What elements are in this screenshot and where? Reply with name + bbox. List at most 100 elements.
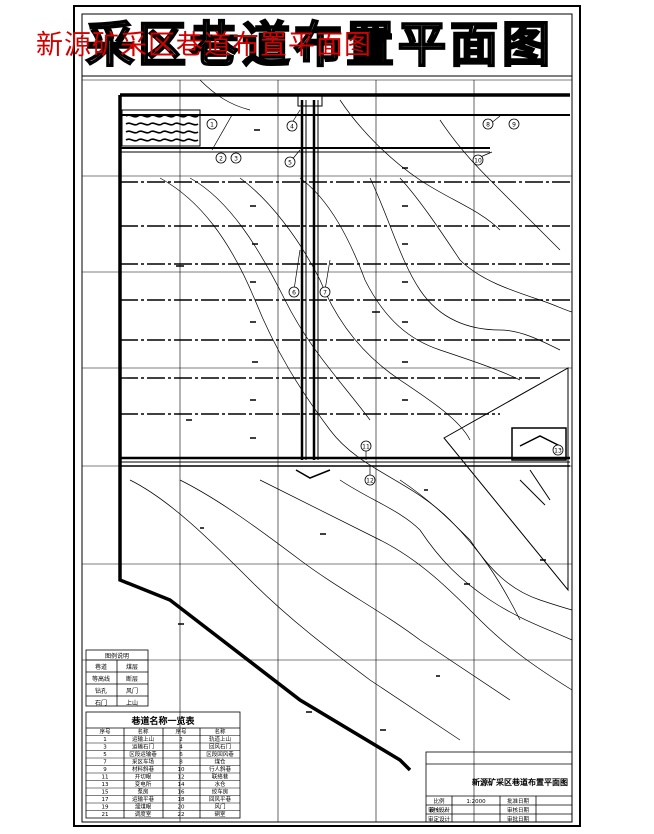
roadway-table-cell: 17: [102, 797, 109, 803]
title-block-cell: 审核设计: [428, 806, 451, 814]
marker-13: 13: [552, 444, 564, 456]
mining-district-boundary: [118, 93, 570, 772]
legend-cell: 巷道: [95, 663, 107, 671]
legend-text: 图例说明巷道煤层等高线断层钻孔风门石门上山: [92, 652, 138, 707]
inner-frame: [81, 13, 573, 823]
roadway-table-cell: 运输上山: [132, 735, 154, 743]
roadway-table-cell: 20: [178, 805, 185, 811]
gateway-roadways: [120, 114, 570, 467]
roadway-table-cell: 序号: [175, 728, 187, 736]
svg-text:12: 12: [366, 478, 374, 485]
marker-8: 8: [482, 118, 494, 130]
roadway-table-cell: 采区车场: [132, 758, 155, 766]
roadway-table-cell: 材料斜巷: [132, 765, 155, 773]
legend-cell: 风门: [126, 687, 138, 695]
roadway-table-cell: 11: [102, 775, 109, 781]
roadway-table-cell: 轨道上山: [209, 735, 231, 743]
title-block-cell: 审定设计: [428, 815, 451, 823]
roadway-table-cell: 9: [103, 767, 107, 773]
svg-text:3: 3: [234, 156, 238, 163]
roadway-table-cell: 3: [103, 745, 107, 751]
roadway-table-cell: 名称: [214, 728, 226, 736]
svg-text:11: 11: [362, 444, 370, 451]
marker-1: 1: [206, 118, 218, 130]
marker-5: 5: [284, 156, 296, 168]
roadway-table-cell: 风门: [214, 803, 225, 811]
roadway-table-cell: 区段运输巷: [129, 750, 157, 758]
roadway-table-cell: 序号: [99, 728, 111, 736]
legend-cell: 钻孔: [95, 687, 107, 695]
roadway-table-cell: 7: [103, 760, 107, 766]
roadway-table-cell: 运输平巷: [132, 795, 155, 803]
svg-text:2: 2: [219, 156, 223, 163]
roadway-table-cell: 19: [102, 805, 109, 811]
roadway-table-cell: 14: [178, 782, 185, 788]
marker-12: 12: [364, 474, 376, 486]
roadway-table-cell: 水仓: [214, 780, 226, 788]
legend-cell: 等高线: [92, 675, 110, 683]
roadway-table-cell: 13: [102, 782, 109, 788]
marker-6: 6: [288, 286, 300, 298]
svg-text:6: 6: [292, 290, 296, 297]
title-block-cell: 比例: [433, 797, 445, 805]
roadway-table-cell: 回风平巷: [209, 795, 232, 803]
roadway-table-cell: 溜煤眼: [135, 803, 152, 811]
roadway-table-cell: 12: [178, 775, 185, 781]
svg-text:4: 4: [290, 124, 294, 131]
roadway-table-cell: 硐室: [214, 810, 226, 818]
roadway-table-cell: 名称: [137, 728, 149, 736]
title-block-cell: 审核日期: [507, 806, 530, 814]
inclines: [295, 95, 331, 479]
svg-text:9: 9: [512, 122, 516, 129]
roadway-table-cell: 运输石门: [132, 743, 154, 751]
title-block-cell: 设 计 人: [429, 806, 449, 814]
title-block-title: 新源矿采区巷道布置平面图: [472, 777, 568, 787]
legend-cell: 上山: [126, 699, 138, 707]
roadway-table-cell: 泵房: [137, 788, 149, 796]
roadway-table-cell: 22: [178, 812, 185, 818]
drawing-main-title: 采区巷道布置平面图: [85, 16, 555, 74]
marker-2: 2: [215, 152, 227, 164]
roadway-table-cell: 8: [179, 760, 183, 766]
roadway-table-cell: 18: [178, 797, 185, 803]
roadway-table-cell: 煤仓: [214, 758, 226, 766]
legend-cell: 煤层: [126, 663, 138, 671]
title-block: [425, 751, 573, 823]
roadway-table-cell: 4: [179, 745, 183, 751]
title-block-cell: 1:2000: [466, 799, 486, 805]
marker-4: 4: [286, 120, 298, 132]
title-block-cell: 批准日期: [507, 797, 530, 805]
annotation-title: 新源矿采区巷道布置平面图: [36, 30, 372, 61]
roadway-table-cell: 行人斜巷: [209, 765, 232, 773]
roadway-table-cell: 15: [102, 790, 109, 796]
roadway-table-cell: 5: [103, 752, 107, 758]
gravel-area: [121, 109, 201, 147]
marker-7: 7: [319, 286, 331, 298]
roadway-table-title: 巷道名称一览表: [130, 715, 195, 727]
roadway-table-cell: 21: [102, 812, 109, 818]
title-block-cell: 审批日期: [507, 815, 530, 823]
leader-lines: [211, 109, 501, 480]
legend-table: [85, 649, 149, 707]
legend-title: 图例说明: [105, 652, 129, 660]
roadway-table-cell: 变电所: [135, 780, 152, 788]
coordinate-grid: [82, 79, 572, 822]
svg-text:8: 8: [486, 122, 490, 129]
fault-zone: [443, 367, 569, 592]
marker-11: 11: [360, 440, 372, 452]
roadway-table-cell: 开切眼: [135, 774, 152, 781]
roadway-table-cell: 2: [179, 737, 183, 743]
roadway-table-cell: 区段回风巷: [206, 750, 234, 758]
legend-cell: 断层: [126, 675, 138, 683]
svg-text:10: 10: [474, 158, 482, 165]
roadway-table-cell: 回风石门: [209, 743, 231, 751]
svg-text:1: 1: [210, 122, 214, 129]
roadway-table-cell: 10: [178, 767, 185, 773]
elevation-ticks: [176, 129, 546, 731]
marker-9: 9: [508, 118, 520, 130]
